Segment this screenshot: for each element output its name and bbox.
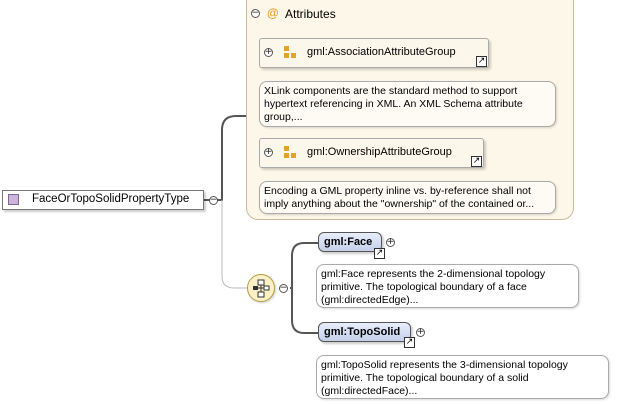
expand-button[interactable]: + [264, 47, 273, 57]
element-face-doc: gml:Face represents the 2-dimensional to… [316, 264, 579, 308]
connector-choice-face [290, 242, 318, 289]
link-arrow-icon[interactable]: ↗ [476, 56, 487, 67]
expand-button[interactable]: + [416, 327, 425, 337]
attributes-at-icon: @ [267, 6, 279, 20]
connector-root-choice [221, 200, 247, 289]
element-toposolid[interactable]: gml:TopoSolid [318, 322, 411, 342]
element-face[interactable]: gml:Face [318, 232, 382, 252]
root-type-box[interactable] [2, 190, 204, 210]
attributes-collapse-button[interactable]: − [251, 8, 260, 18]
link-arrow-icon[interactable]: ↗ [374, 248, 385, 259]
connector-root-attributes [204, 115, 246, 201]
link-arrow-icon[interactable]: ↗ [471, 156, 482, 167]
attribute-group-doc: XLink components are the standard method… [259, 81, 556, 127]
attribute-group-association[interactable] [259, 38, 489, 68]
attribute-group-icon [284, 46, 296, 60]
link-arrow-icon[interactable]: ↗ [404, 337, 415, 348]
attribute-group-doc: Encoding a GML property inline vs. by-re… [259, 181, 556, 214]
connector-choice-toposolid [291, 288, 318, 334]
complex-type-icon [8, 194, 19, 205]
choice-compositor-icon [253, 279, 270, 298]
attribute-group-ownership[interactable] [259, 138, 484, 168]
attribute-group-name: gml:OwnershipAttributeGroup [307, 146, 452, 158]
element-toposolid-doc: gml:TopoSolid represents the 3-dimension… [316, 355, 609, 399]
attribute-group-name: gml:AssociationAttributeGroup [307, 46, 456, 58]
choice-collapse-button[interactable]: − [279, 283, 288, 293]
root-collapse-button[interactable]: − [209, 195, 218, 205]
choice-compositor[interactable] [247, 274, 275, 302]
expand-button[interactable]: + [264, 147, 273, 157]
attribute-group-icon [284, 146, 296, 160]
root-type-label: FaceOrTopoSolidPropertyType [32, 193, 190, 205]
expand-button[interactable]: + [386, 237, 395, 247]
attributes-header-label: Attributes [285, 7, 336, 21]
